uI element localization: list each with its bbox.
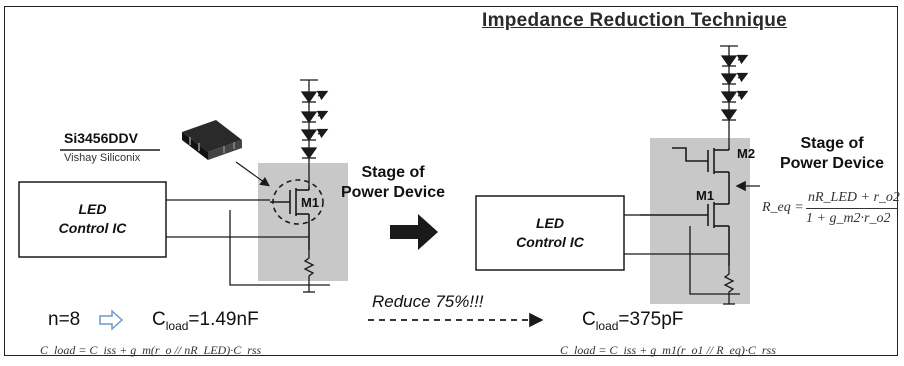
right-led-string (720, 45, 749, 148)
reduce-label: Reduce 75%!!! (372, 292, 484, 311)
part-number-label: Si3456DDV (64, 130, 138, 146)
right-formula: C_load = C_iss + g_m1(r_o1 // R_eq)·C_rs… (560, 343, 776, 357)
right-wires (624, 214, 740, 295)
right-m1-label: M1 (696, 188, 715, 203)
left-led-string (300, 79, 329, 186)
req-fraction-bar (806, 208, 898, 209)
left-resistor (303, 250, 315, 293)
right-cload: Cload=375pF (582, 309, 683, 333)
figure-frame (4, 6, 898, 356)
right-ic-label: LED Control IC (476, 214, 624, 252)
left-m1-label: M1 (301, 195, 320, 210)
left-ic-label-line2: Control IC (58, 220, 127, 236)
manufacturer-label: Vishay Siliconix (64, 152, 141, 164)
left-cload-sub: load (165, 318, 189, 333)
left-mosfet-m1 (270, 179, 324, 250)
right-cload-value: =375pF (618, 309, 684, 330)
req-label: R_eq = (762, 200, 804, 215)
right-m2-label: M2 (737, 146, 756, 161)
mosfet-chip-icon (182, 120, 242, 160)
right-ic-label-line2: Control IC (516, 234, 584, 250)
right-stage-shade (650, 138, 750, 304)
left-stage-label: Stage of Power Device (318, 163, 468, 203)
left-ic-label: LED Control IC (19, 200, 166, 238)
right-led-control-ic-box (475, 195, 625, 271)
left-stage-line2: Power Device (340, 184, 446, 201)
left-led-control-ic-box (18, 181, 167, 258)
right-cload-sub: load (595, 318, 619, 333)
right-resistor (723, 266, 735, 305)
left-stage-shade (258, 163, 348, 281)
right-mosfet-m1 (640, 200, 730, 266)
left-cload-value: =1.49nF (188, 309, 259, 330)
left-stage-line1: Stage of (361, 164, 425, 181)
left-cload: Cload=1.49nF (152, 309, 259, 333)
right-ic-label-line1: LED (536, 215, 564, 231)
left-formula: C_load = C_iss + g_m(r_o // nR_LED)·C_rs… (40, 343, 262, 357)
direction-arrow (390, 214, 438, 250)
req-denominator: 1 + g_m2·r_o2 (806, 211, 891, 226)
figure-title: Impedance Reduction Technique (482, 10, 787, 31)
req-numerator: nR_LED + r_o2 (808, 190, 900, 205)
left-wires (166, 199, 330, 286)
right-cload-prefix: C (582, 309, 596, 330)
left-cload-prefix: C (152, 309, 166, 330)
n-arrow-icon (99, 309, 124, 331)
right-stage-line2: Power Device (779, 155, 885, 172)
right-stage-line1: Stage of (800, 135, 864, 152)
right-stage-label: Stage of Power Device (760, 134, 904, 174)
chip-pointer (235, 161, 270, 187)
n-label: n=8 (48, 309, 81, 330)
left-ic-label-line1: LED (78, 201, 107, 217)
right-mosfet-m2 (672, 147, 730, 200)
